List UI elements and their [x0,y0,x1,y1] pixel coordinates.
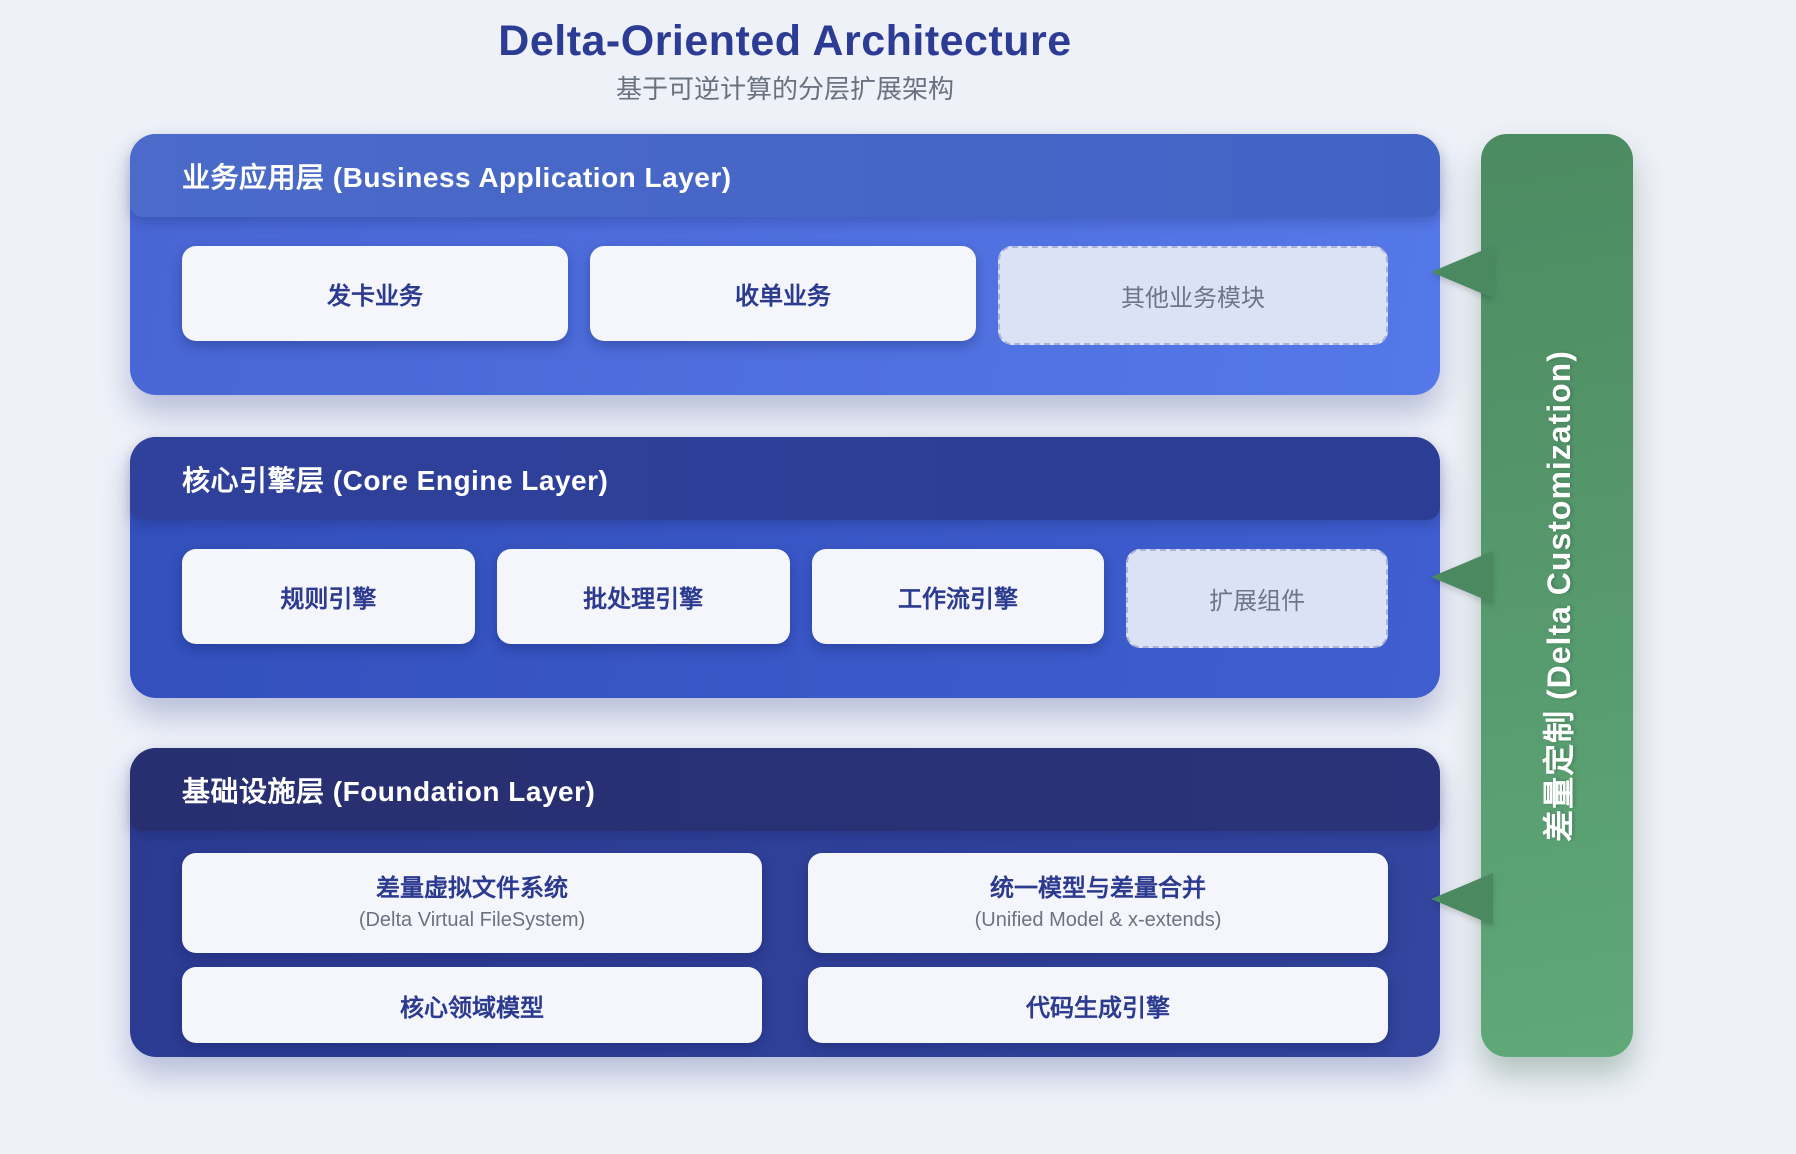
box-code-generation-engine: 代码生成引擎 [808,967,1388,1043]
layer-foundation-rows: 差量虚拟文件系统 (Delta Virtual FileSystem) 统一模型… [182,853,1388,1043]
box-card-issuing: 发卡业务 [182,246,568,341]
delta-arrow-core-engine-layer-icon [1431,551,1493,603]
delta-arrow-business-layer-icon [1431,246,1493,298]
box-rule-engine: 规则引擎 [182,549,475,644]
layer-core-engine-boxes: 规则引擎 批处理引擎 工作流引擎 扩展组件 [182,549,1388,648]
box-unified-model-delta-merge-title: 统一模型与差量合并 [990,874,1206,902]
box-delta-virtual-filesystem: 差量虚拟文件系统 (Delta Virtual FileSystem) [182,853,762,953]
foundation-row-1: 差量虚拟文件系统 (Delta Virtual FileSystem) 统一模型… [182,853,1388,953]
box-delta-virtual-filesystem-subtitle: (Delta Virtual FileSystem) [358,908,586,931]
layer-foundation: 基础设施层 (Foundation Layer) 差量虚拟文件系统 (Delta… [130,748,1440,1057]
layers-column: 业务应用层 (Business Application Layer) 发卡业务 … [130,134,1440,1057]
box-delta-virtual-filesystem-title: 差量虚拟文件系统 [376,874,568,902]
foundation-row-2: 核心领域模型 代码生成引擎 [182,967,1388,1043]
delta-customization-bar: 差量定制 (Delta Customization) [1431,134,1633,1057]
layer-business-application-header: 业务应用层 (Business Application Layer) [130,134,1440,217]
box-acquiring: 收单业务 [590,246,976,341]
layer-business-application-boxes: 发卡业务 收单业务 其他业务模块 [182,246,1388,345]
box-workflow-engine: 工作流引擎 [811,549,1105,644]
layer-foundation-header: 基础设施层 (Foundation Layer) [130,748,1440,831]
delta-arrow-foundation-layer-icon [1431,873,1493,925]
box-core-domain-model: 核心领域模型 [182,967,762,1043]
layer-core-engine-header: 核心引擎层 (Core Engine Layer) [130,437,1440,520]
box-unified-model-delta-merge-subtitle: (Unified Model & x-extends) [974,908,1222,931]
diagram-header: Delta-Oriented Architecture 基于可逆计算的分层扩展架… [130,0,1440,106]
page-title: Delta-Oriented Architecture [498,17,1072,65]
box-other-business-modules: 其他业务模块 [998,246,1388,345]
delta-customization-label: 差量定制 (Delta Customization) [1541,349,1577,842]
box-batch-engine: 批处理引擎 [496,549,790,644]
page-subtitle: 基于可逆计算的分层扩展架构 [615,74,954,104]
box-unified-model-delta-merge: 统一模型与差量合并 (Unified Model & x-extends) [808,853,1388,953]
layer-core-engine: 核心引擎层 (Core Engine Layer) 规则引擎 批处理引擎 工作流… [130,437,1440,698]
box-extension-components: 扩展组件 [1126,549,1388,648]
layer-business-application: 业务应用层 (Business Application Layer) 发卡业务 … [130,134,1440,395]
diagram-body: 业务应用层 (Business Application Layer) 发卡业务 … [0,134,1796,1057]
